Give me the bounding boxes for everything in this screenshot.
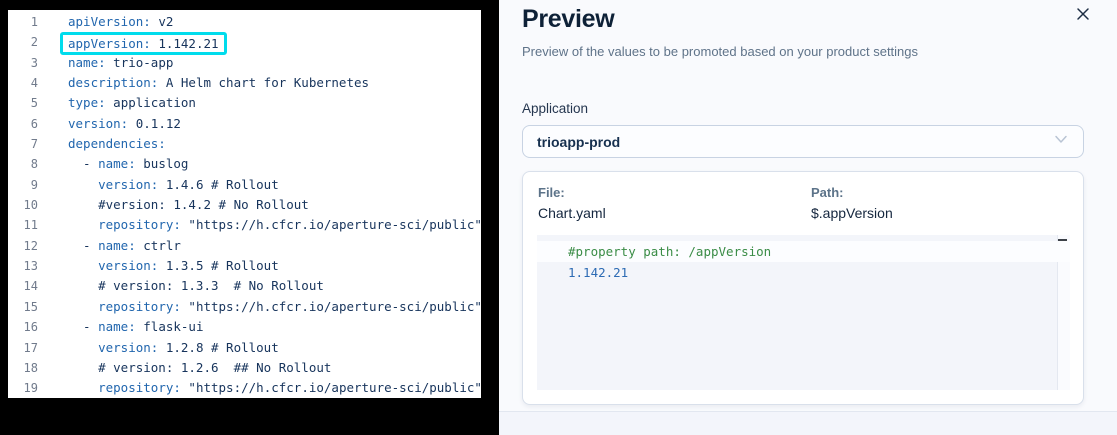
code-line: apiVersion: v2 [68,14,174,29]
preview-code-lines: #property path: /appVersion 1.142.21 [537,241,1070,283]
line-number: 6 [30,116,38,131]
line-number: 8 [30,157,38,172]
editor-line[interactable]: 14 # version: 1.3.3 # No Rollout [8,276,481,296]
application-dropdown-value: trioapp-prod [537,133,621,150]
line-number: 17 [23,340,38,355]
file-value: Chart.yaml [538,205,606,221]
editor-line[interactable]: 16 - name: flask-ui [8,317,481,337]
editor-line[interactable]: 18 # version: 1.2.6 ## No Rollout [8,358,481,378]
editor-line[interactable]: 6 version: 0.1.12 [8,114,481,134]
code-line: #version: 1.4.2 # No Rollout [68,197,309,213]
code-line: dependencies: [68,136,166,152]
editor-lines: 1 apiVersion: v2 2 appVersion: 1.142.21 3 nam… [8,12,481,398]
line-number: 4 [30,76,38,91]
application-label: Application [522,101,589,116]
path-label: Path: [811,185,844,200]
editor-line[interactable]: 3 name: trio-app [8,53,481,73]
editor-line[interactable]: 8 - name: buslog [8,154,481,174]
line-number: 15 [23,299,38,314]
line-number: 11 [23,218,38,233]
code-line: repository: "https://h.cfcr.io/aperture-… [98,298,481,314]
code-line: version: 1.2.8 # Rollout [98,339,279,355]
line-number: 2 [30,35,38,50]
line-number: 3 [30,55,38,70]
line-number: 12 [23,238,38,253]
editor-line[interactable]: 19 repository: "https://h.cfcr.io/apertu… [8,378,481,398]
editor-line[interactable]: 7 dependencies: [8,134,481,154]
panel-subtitle: Preview of the values to be promoted bas… [522,44,919,59]
line-number: 18 [23,360,38,375]
code-line: version: 1.4.6 # Rollout [98,176,279,192]
close-icon [1075,8,1091,25]
editor-line[interactable]: 17 version: 1.2.8 # Rollout [8,338,481,358]
path-meta: Path: $.appVersion [811,185,893,221]
line-number: 9 [30,177,38,192]
chevron-down-icon [1053,131,1069,152]
code-line: - name: ctrlr [68,237,181,253]
code-line: repository: "https://h.cfcr.io/aperture-… [98,380,481,396]
code-line: - name: buslog [68,156,189,172]
line-number: 10 [23,198,38,213]
code-line: version: 0.1.12 [68,115,181,131]
path-value: $.appVersion [811,205,893,221]
code-line: # version: 1.3.3 # No Rollout [68,278,324,294]
editor-line[interactable]: 9 version: 1.4.6 # Rollout [8,175,481,195]
code-line: name: trio-app [68,54,174,70]
close-button[interactable] [1073,4,1093,24]
scrollbar-track [1057,235,1070,390]
editor-line[interactable]: 10 #version: 1.4.2 # No Rollout [8,195,481,215]
line-number: 5 [30,96,38,111]
editor-line[interactable]: 2 appVersion: 1.142.21 [8,32,481,56]
preview-panel: Preview Preview of the values to be prom… [499,0,1117,435]
preview-code-line: #property path: /appVersion [537,241,1070,262]
code-line: description: A Helm chart for Kubernetes [68,75,370,91]
highlight-annotation: appVersion: 1.142.21 [60,32,227,56]
line-number: 13 [23,259,38,274]
editor-line[interactable]: 5 type: application [8,93,481,113]
editor-line[interactable]: 12 - name: ctrlr [8,236,481,256]
preview-code-line: 1.142.21 [568,265,629,280]
application-dropdown[interactable]: trioapp-prod [522,125,1084,158]
file-label: File: [538,185,565,200]
line-number: 1 [30,15,38,29]
editor-line[interactable]: 11 repository: "https://h.cfcr.io/apertu… [8,215,481,235]
code-line: version: 1.3.5 # Rollout [98,258,279,274]
yaml-editor[interactable]: 1 apiVersion: v2 2 appVersion: 1.142.21 3 nam… [8,10,481,398]
editor-line[interactable]: 1 apiVersion: v2 [8,12,481,32]
line-number: 16 [23,320,38,335]
promotion-preview-card: File: Chart.yaml Path: $.appVersion #pro… [522,171,1084,405]
code-line: appVersion: 1.142.21 [60,32,227,56]
line-number: 14 [23,279,38,294]
preview-code-viewer[interactable]: #property path: /appVersion 1.142.21 [537,235,1070,390]
code-line: type: application [68,95,196,111]
editor-line[interactable]: 13 version: 1.3.5 # Rollout [8,256,481,276]
editor-line[interactable]: 4 description: A Helm chart for Kubernete… [8,73,481,93]
line-number: 7 [30,137,38,152]
page-title: Preview [522,5,615,33]
code-line: - name: flask-ui [68,319,204,335]
editor-line[interactable]: 15 repository: "https://h.cfcr.io/apertu… [8,297,481,317]
file-meta: File: Chart.yaml [538,185,606,221]
code-line: # version: 1.2.6 ## No Rollout [68,359,332,375]
code-line: repository: "https://h.cfcr.io/aperture-… [98,217,481,233]
line-number: 19 [23,381,38,396]
panel-footer-area [499,411,1117,435]
